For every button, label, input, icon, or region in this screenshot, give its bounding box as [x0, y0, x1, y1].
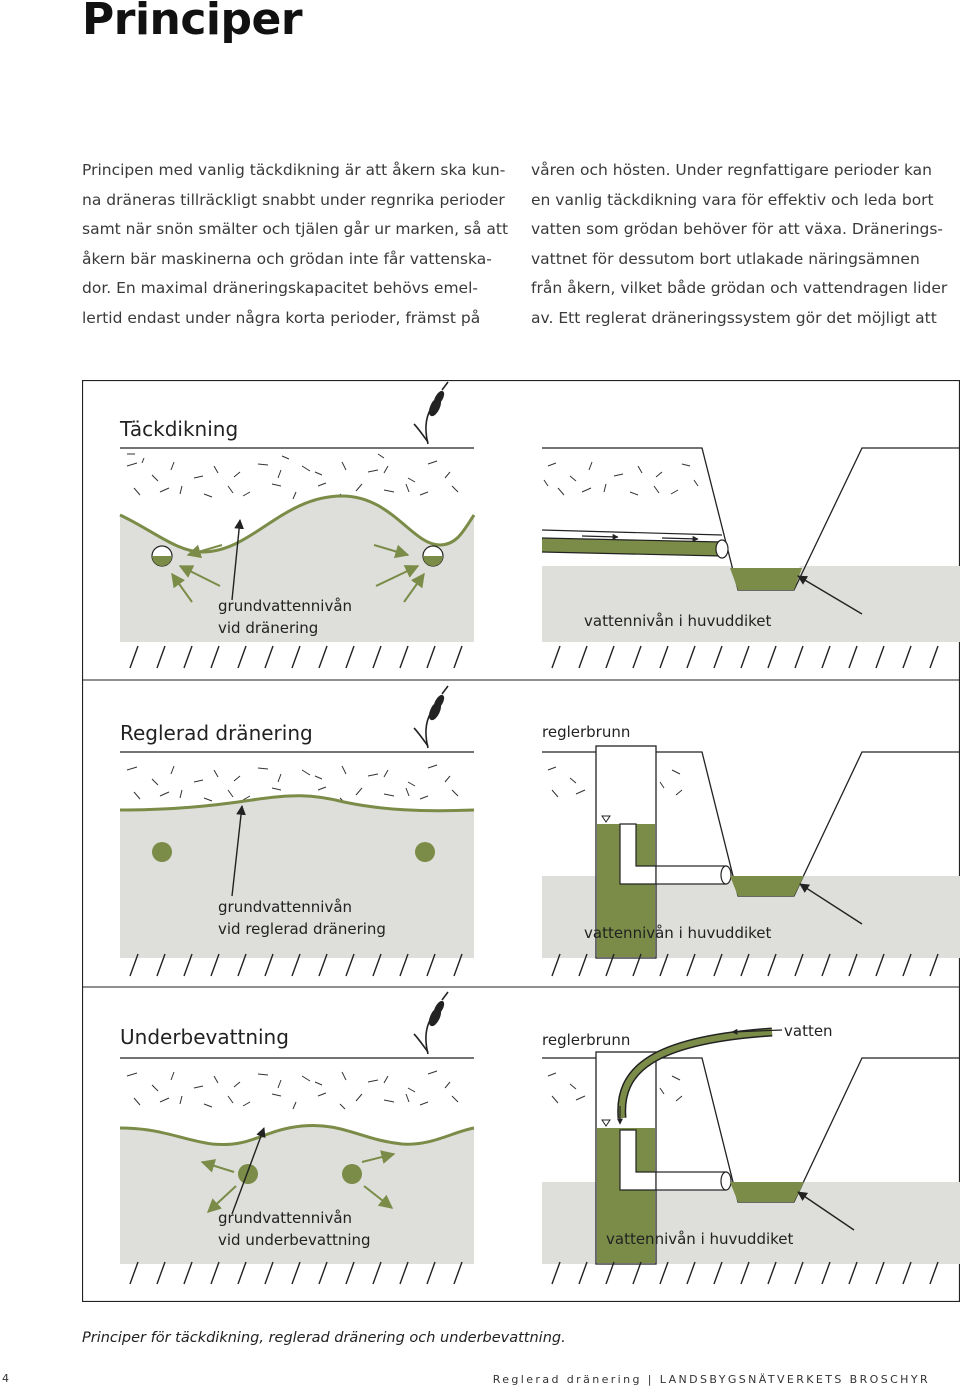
- flow-arrows: [200, 1150, 396, 1213]
- drain-pipe-icon: [655, 865, 732, 885]
- drain-pipe-icon: [415, 842, 435, 862]
- bedrock-hatching: [129, 1261, 463, 1285]
- soil-texture: [126, 453, 459, 500]
- groundwater-level-line: [119, 794, 475, 813]
- panel-underbevattning: Underbevattning: [119, 991, 960, 1285]
- body-line: våren och hösten. Under regnfattigare pe…: [531, 161, 932, 179]
- panel-heading: Täckdikning: [119, 417, 238, 441]
- soil-texture: [547, 1072, 683, 1104]
- diagram-label: grundvattennivån: [218, 597, 352, 615]
- panel-reglerad-dranering: Reglerad dränering grundvattennivån vid …: [119, 685, 960, 977]
- plant-icon: [413, 685, 449, 749]
- bedrock-hatching: [551, 1261, 939, 1285]
- bedrock-hatching: [551, 953, 939, 977]
- diagram-label: reglerbrunn: [542, 723, 630, 741]
- soil-texture: [547, 766, 683, 798]
- body-line: från åkern, vilket både grödan och vatte…: [531, 279, 948, 297]
- ditch-water: [730, 1182, 804, 1202]
- body-line: lertid endast under några korta perioder…: [82, 308, 481, 327]
- diagram-label: reglerbrunn: [542, 1031, 630, 1049]
- soil-zone: [542, 566, 960, 642]
- text-column-right: våren och hösten. Under regnfattigare pe…: [531, 156, 960, 333]
- diagram-label: vattennivån i huvuddiket: [584, 924, 772, 942]
- soil-texture: [126, 1070, 459, 1110]
- groundwater-zone: [120, 795, 474, 958]
- body-line: av. Ett reglerat dräneringssystem gör de…: [531, 308, 937, 327]
- groundwater-level-line: [119, 494, 476, 554]
- drain-pipe-icon: [342, 1164, 362, 1184]
- groundwater-zone: [120, 496, 474, 642]
- body-line: na dräneras tillräckligt snabbt under re…: [82, 190, 505, 209]
- text-column-left: Principen med vanlig täckdikning är att …: [82, 156, 512, 333]
- page-footer: Reglerad dränering | LANDSBYGSNÄTVERKETS…: [492, 1373, 930, 1386]
- water-supply-hose: [618, 1029, 773, 1119]
- groundwater-level-line: [119, 1123, 475, 1147]
- body-line: åkern bär maskinerna och grödan inte får…: [82, 249, 492, 268]
- body-line: samt när snön smälter och tjälen går ur …: [82, 220, 509, 238]
- body-line: dor. En maximal dräneringskapacitet behö…: [82, 279, 478, 297]
- label-pointer: [231, 805, 246, 897]
- panel-heading: Reglerad dränering: [120, 721, 313, 745]
- body-line: vattnet för dessutom bort utlakade närin…: [531, 249, 920, 268]
- page-number: 4: [2, 1372, 9, 1385]
- bedrock-hatching: [129, 953, 463, 977]
- drain-pipe-icon: [152, 842, 172, 862]
- plant-icon: [413, 991, 449, 1055]
- ditch-water: [730, 876, 804, 896]
- flow-arrow: [581, 533, 619, 540]
- bedrock-hatching: [129, 645, 463, 669]
- label-pointer: [231, 519, 244, 601]
- diagram-label: vattennivån i huvuddiket: [584, 612, 772, 630]
- body-line: en vanlig täckdikning vara för effektiv …: [531, 190, 934, 209]
- diagram-label: vid underbevattning: [218, 1231, 371, 1249]
- drain-pipe-icon: [541, 529, 729, 559]
- diagram-label: vattennivån i huvuddiket: [606, 1230, 794, 1248]
- panel-tackdikning: Täckdikning: [119, 381, 960, 669]
- label-pointer: [799, 883, 863, 925]
- flow-arrow: [661, 535, 699, 542]
- diagram-label: vid dränering: [218, 619, 318, 637]
- panel-heading: Underbevattning: [120, 1025, 289, 1049]
- diagram-label: grundvattennivån: [218, 1209, 352, 1227]
- body-line: Principen med vanlig täckdikning är att …: [82, 161, 506, 179]
- figure-caption: Principer för täckdikning, reglerad drän…: [82, 1330, 566, 1346]
- label-pointer: [797, 1191, 855, 1231]
- soil-texture: [126, 764, 459, 804]
- flow-arrow: [731, 1028, 783, 1035]
- bedrock-hatching: [551, 645, 939, 669]
- reglerbrunn-well: [595, 745, 657, 959]
- plant-icon: [413, 381, 449, 445]
- diagram-label: grundvattennivån: [218, 898, 352, 916]
- page-title: Principer: [82, 0, 303, 45]
- drain-pipe-icon: [151, 545, 173, 567]
- ditch-water: [730, 568, 802, 590]
- drainage-figure: Täckdikning: [82, 380, 960, 1302]
- flow-arrows: [171, 544, 425, 603]
- drain-pipe-icon: [655, 1171, 732, 1191]
- reglerbrunn-well: [595, 1051, 657, 1265]
- drain-pipe-icon: [238, 1164, 258, 1184]
- soil-texture: [543, 461, 699, 496]
- body-line: vatten som grödan behöver för att växa. …: [531, 220, 944, 238]
- diagram-label: vid reglerad dränering: [218, 920, 386, 938]
- label-pointer: [797, 575, 863, 615]
- diagram-label: vatten: [784, 1022, 833, 1040]
- label-pointer: [231, 1127, 266, 1215]
- drain-pipe-icon: [422, 545, 444, 567]
